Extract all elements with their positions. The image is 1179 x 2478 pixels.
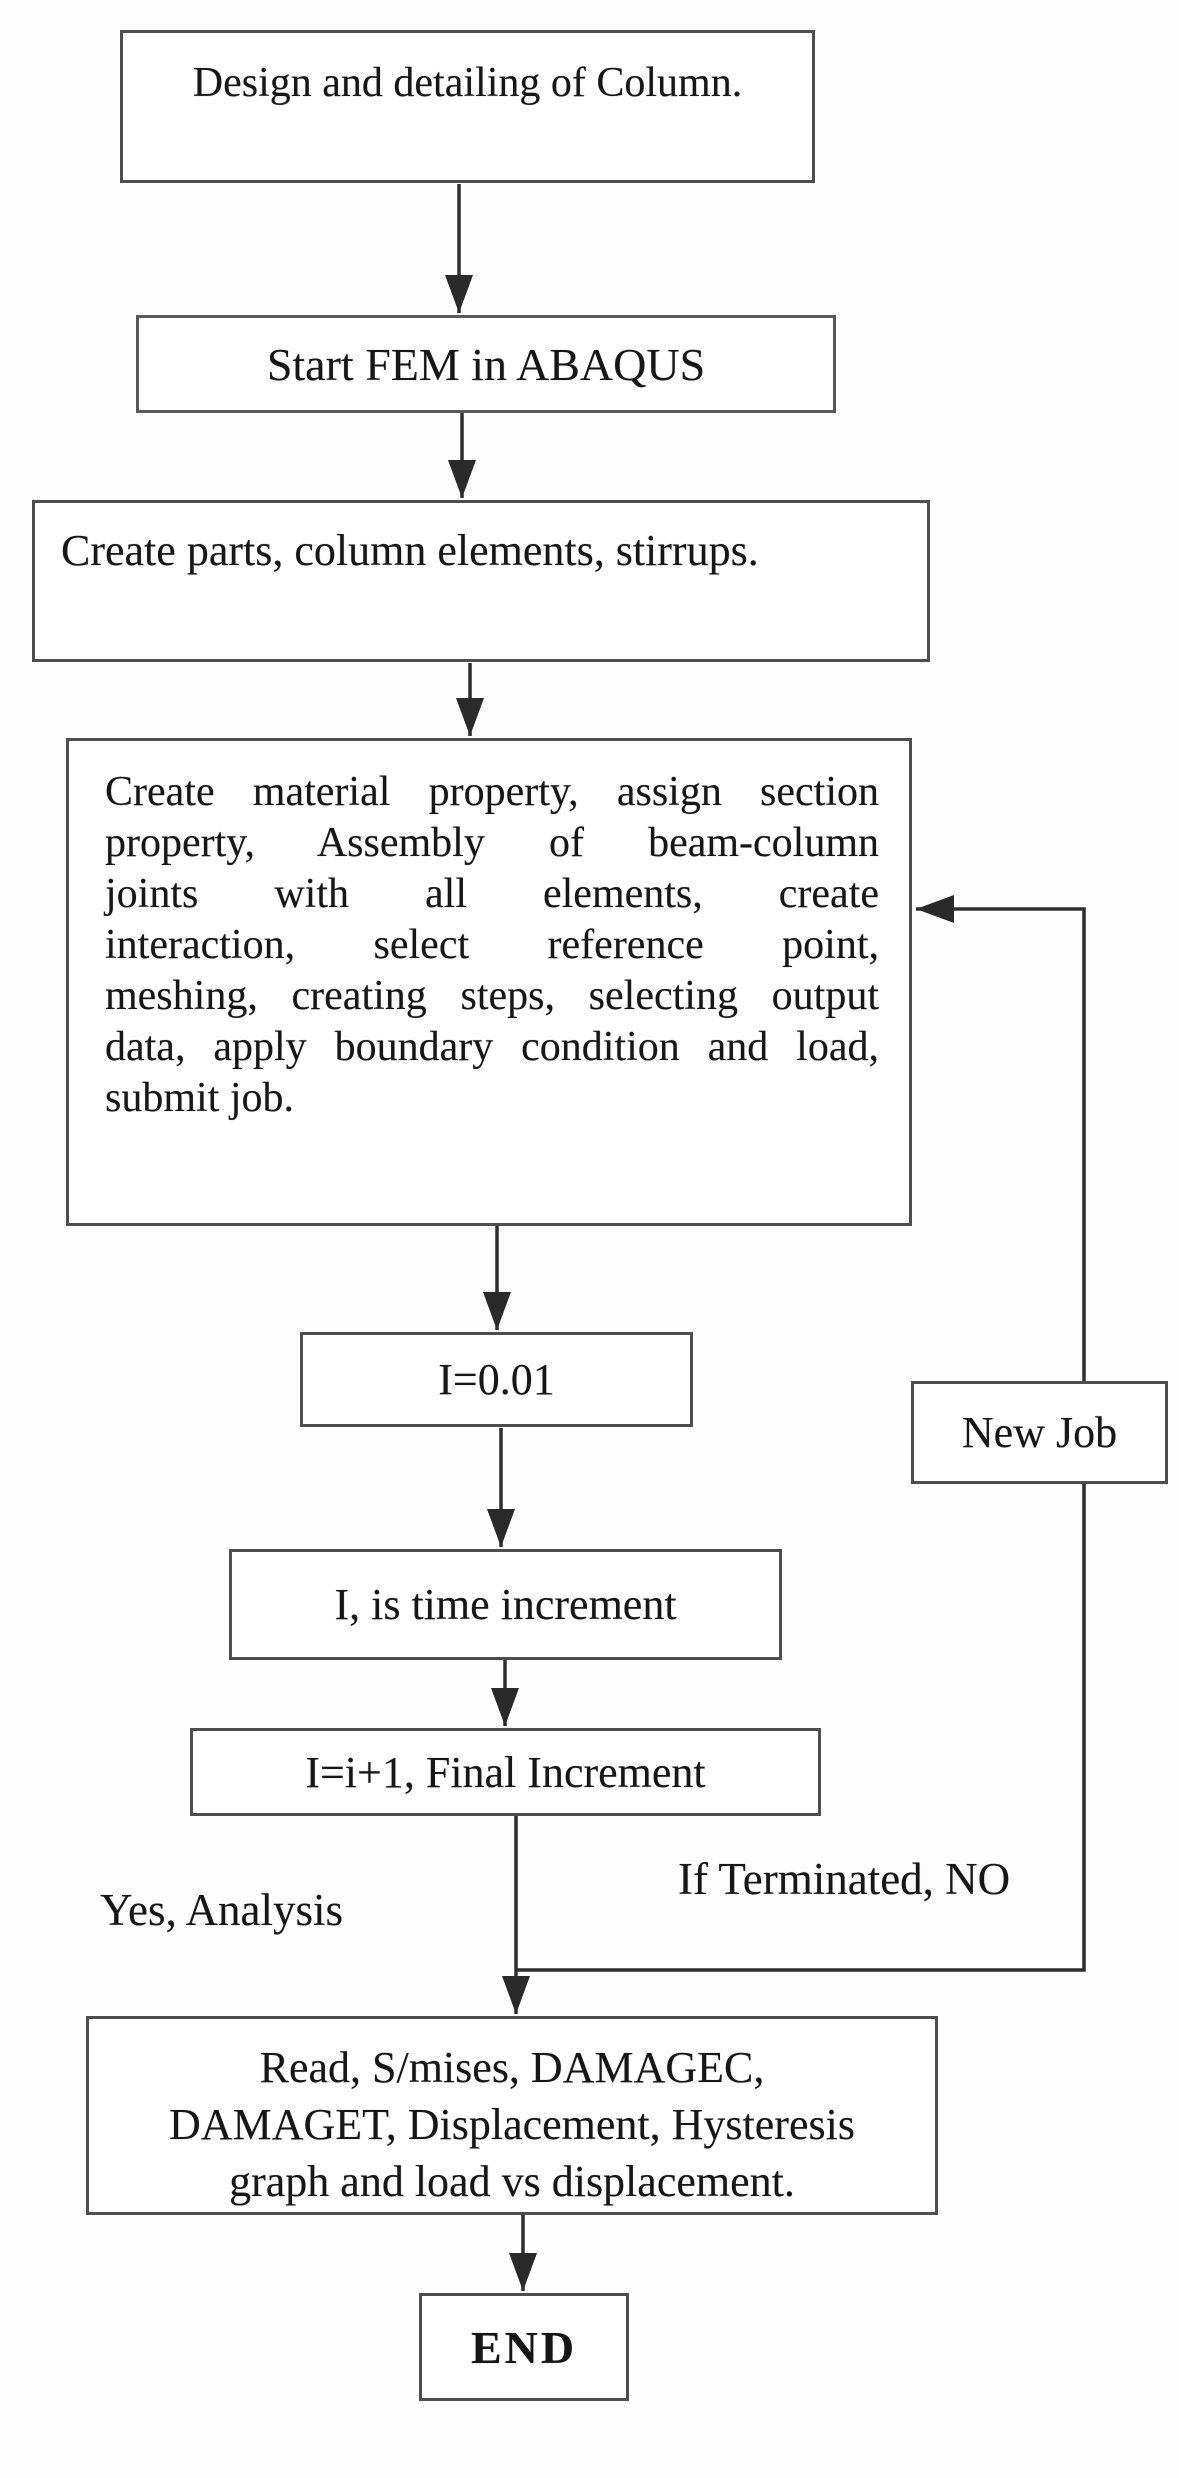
node-label-line: meshing, creating steps, selecting outpu… bbox=[105, 973, 879, 1019]
node-model-setup: Create material property, assign section… bbox=[66, 738, 912, 1226]
node-label-line: DAMAGET, Displacement, Hysteresis bbox=[169, 2100, 855, 2149]
node-label-line: submit job. bbox=[105, 1075, 295, 1121]
node-end: END bbox=[419, 2293, 629, 2401]
node-label-line: interaction, select reference point, bbox=[105, 922, 879, 968]
node-label: END bbox=[470, 2321, 578, 2373]
node-label: Design and detailing of Column. bbox=[192, 60, 743, 106]
node-time-increment: I, is time increment bbox=[229, 1549, 782, 1660]
node-label: I=0.01 bbox=[438, 1355, 555, 1404]
node-label: I=i+1, Final Increment bbox=[305, 1747, 706, 1797]
node-start-fem: Start FEM in ABAQUS bbox=[136, 315, 836, 413]
node-label-line: graph and load vs displacement. bbox=[229, 2157, 795, 2206]
label-if-terminated-no: If Terminated, NO bbox=[678, 1854, 1011, 1904]
arrow-newjob-to-setup bbox=[916, 895, 1086, 1381]
node-label: I, is time increment bbox=[334, 1580, 677, 1629]
node-label-line: data, apply boundary condition and load, bbox=[105, 1024, 879, 1070]
node-label-line: Read, S/mises, DAMAGEC, bbox=[259, 2043, 765, 2092]
label-yes-analysis: Yes, Analysis bbox=[100, 1885, 343, 1935]
node-label: Start FEM in ABAQUS bbox=[266, 338, 706, 390]
node-create-parts: Create parts, column elements, stirrups. bbox=[32, 500, 930, 662]
node-design-detailing: Design and detailing of Column. bbox=[120, 30, 815, 183]
node-label: Create parts, column elements, stirrups. bbox=[61, 526, 759, 575]
node-label-line: property, Assembly of beam-column bbox=[105, 820, 879, 866]
node-final-increment: I=i+1, Final Increment bbox=[190, 1728, 821, 1816]
node-read-results: Read, S/mises, DAMAGEC, DAMAGET, Displac… bbox=[86, 2016, 938, 2215]
node-new-job: New Job bbox=[911, 1381, 1168, 1484]
node-label-line: joints with all elements, create bbox=[105, 871, 879, 917]
node-label: New Job bbox=[961, 1408, 1118, 1457]
node-increment-init: I=0.01 bbox=[300, 1332, 693, 1427]
node-label-line: Create material property, assign section bbox=[105, 769, 879, 815]
